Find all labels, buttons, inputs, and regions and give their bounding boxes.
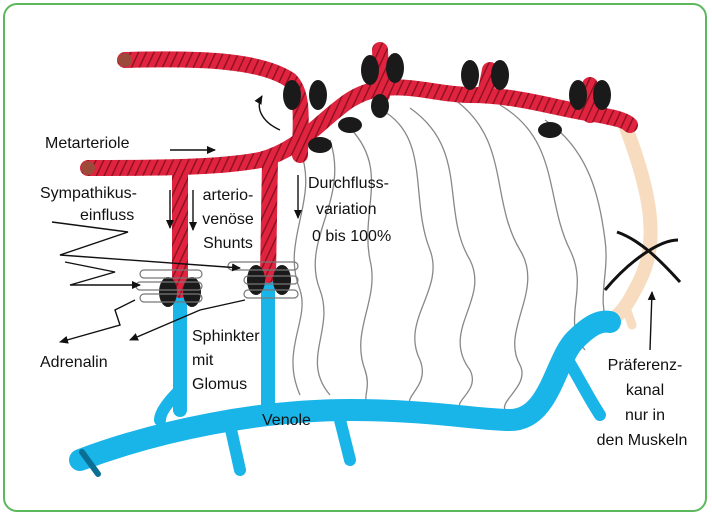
label-praeferenz-line4: den Muskeln <box>582 430 702 452</box>
label-arterio-line2: venöse <box>193 209 263 231</box>
label-sphinkter-line1: Sphinkter <box>192 326 260 348</box>
label-durchfluss-line2: variation <box>316 199 376 221</box>
venule <box>80 275 610 470</box>
label-metarteriole: Metarteriole <box>45 133 129 155</box>
label-sympathikus-line2: einfluss <box>80 205 134 227</box>
label-sphinkter-line2: mit <box>192 350 213 372</box>
label-praeferenz-line2: kanal <box>595 380 695 402</box>
label-sympathikus-line1: Sympathikus- <box>40 183 137 205</box>
label-praeferenz-line3: nur in <box>595 405 695 427</box>
label-arterio-line1: arterio- <box>193 185 263 207</box>
label-durchfluss-line1: Durchfluss- <box>308 173 389 195</box>
arteriole-network <box>88 50 630 290</box>
preference-channel <box>610 125 651 322</box>
label-adrenalin: Adrenalin <box>40 352 108 374</box>
label-sphinkter-line3: Glomus <box>192 374 247 396</box>
label-praeferenz-line1: Präferenz- <box>595 355 695 377</box>
label-arterio-line3: Shunts <box>193 233 263 255</box>
label-durchfluss-line3: 0 bis 100% <box>312 226 391 248</box>
label-venole: Venole <box>262 410 311 432</box>
